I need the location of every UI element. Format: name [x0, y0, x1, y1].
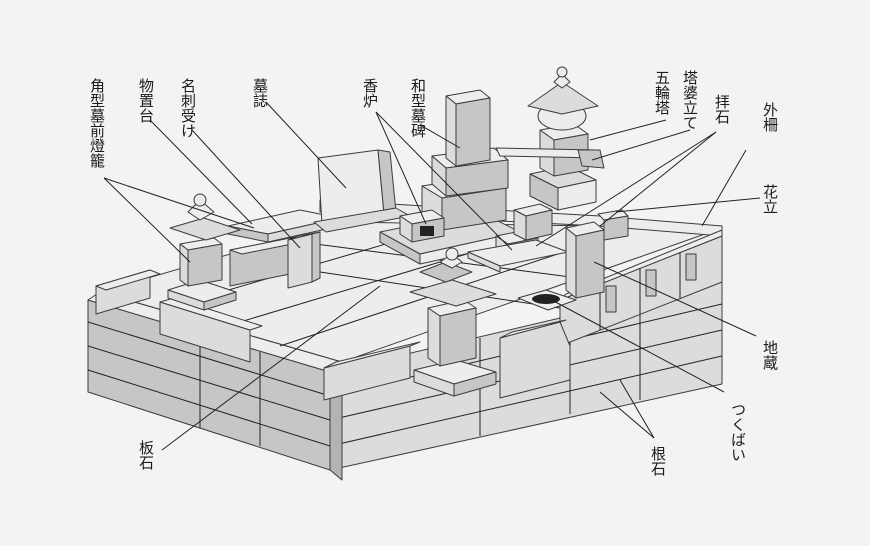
- label-sotosaku: 外柵: [761, 102, 779, 132]
- label-itaishi: 板石: [137, 439, 155, 470]
- stone-lantern-left: [167, 193, 241, 311]
- label-gorintou: 五輪塔: [653, 70, 671, 115]
- label-neishi: 根石: [649, 446, 667, 476]
- label-touba-tate: 塔婆立て: [681, 70, 699, 130]
- worship-stone: [467, 239, 569, 273]
- label-meishi-uke: 名刺受け: [179, 78, 197, 138]
- epitaph-stone: [313, 149, 411, 233]
- gorinto-pagoda: [527, 66, 599, 211]
- label-haiseki: 拝石: [713, 94, 731, 124]
- label-hanatate: 花立: [761, 184, 779, 214]
- leader-lines: [103, 101, 761, 451]
- label-wagata-bohi: 和型墓碑: [409, 78, 427, 138]
- label-tsukubai: つくばい: [729, 402, 747, 462]
- card-box: [287, 231, 321, 289]
- label-kakugata-zenmae-torou: 角型墓前燈籠: [88, 78, 106, 168]
- callout-labels: 角型墓前燈籠 物置台 名刺受け 墓誌 香炉 和型墓碑 塔婆立て 五輪塔 拝石 外…: [88, 70, 779, 476]
- label-kouro: 香炉: [361, 78, 379, 108]
- flower-vase-stand: [513, 203, 629, 241]
- label-mono-okidai: 物置台: [137, 78, 155, 123]
- incense-burner-left: [399, 209, 445, 243]
- label-boshi: 墓誌: [251, 78, 269, 108]
- jizo-statue: [565, 221, 605, 299]
- stone-lantern-front: [409, 247, 497, 397]
- label-jizou: 地蔵: [761, 340, 779, 371]
- stupa-stand: [495, 147, 605, 169]
